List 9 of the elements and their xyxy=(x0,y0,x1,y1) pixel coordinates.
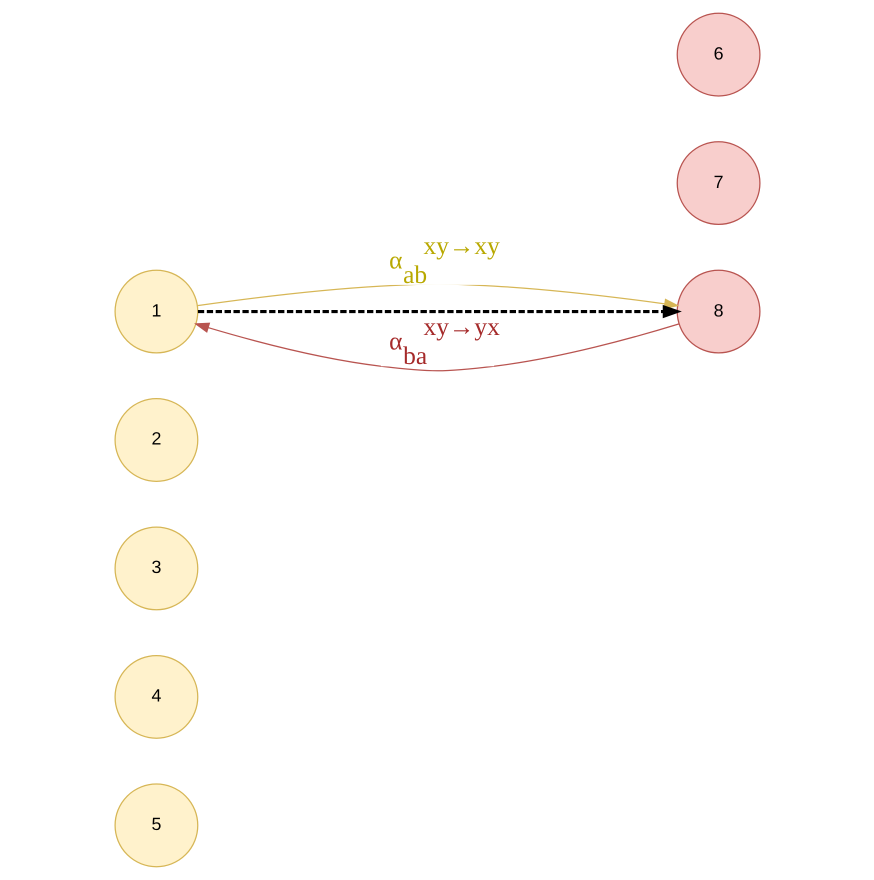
arrow xyxy=(197,304,682,318)
node-circle: 4 xyxy=(114,654,198,739)
node-circle: 6 xyxy=(676,12,760,97)
node-circle: 2 xyxy=(114,398,198,482)
node-circle: 5 xyxy=(114,783,198,868)
node-circle: 8 xyxy=(676,270,760,354)
node-circle: 1 xyxy=(114,270,198,354)
node-circle: 3 xyxy=(114,526,198,610)
node-circle: 7 xyxy=(676,141,760,226)
